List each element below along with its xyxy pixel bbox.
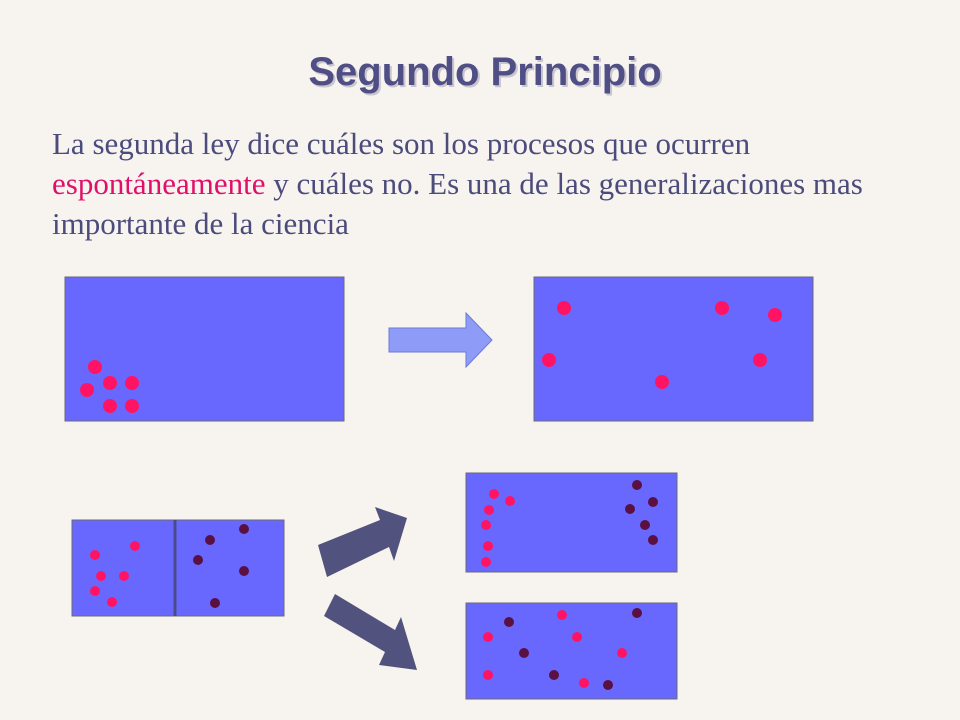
particle xyxy=(648,497,658,507)
particle xyxy=(107,597,117,607)
particle xyxy=(125,399,139,413)
particle xyxy=(617,648,627,658)
particle xyxy=(483,632,493,642)
particle xyxy=(483,670,493,680)
slide-body-text: La segunda ley dice cuáles son los proce… xyxy=(52,124,932,244)
particle xyxy=(130,541,140,551)
gas-expansion-final xyxy=(533,276,814,422)
container-box xyxy=(71,519,285,617)
container-box xyxy=(533,276,814,422)
particle xyxy=(519,648,529,658)
particle xyxy=(715,301,729,315)
particle xyxy=(603,680,613,690)
particle xyxy=(96,571,106,581)
mixing-initial xyxy=(71,519,285,617)
particle xyxy=(549,670,559,680)
particle xyxy=(632,480,642,490)
particle xyxy=(125,376,139,390)
particle xyxy=(753,353,767,367)
particle xyxy=(484,505,494,515)
particle xyxy=(768,308,782,322)
highlighted-word: espontáneamente xyxy=(52,166,266,201)
particle xyxy=(193,555,203,565)
particle xyxy=(632,608,642,618)
diagonal-arrow-up-right-icon xyxy=(318,507,407,577)
container-box xyxy=(64,276,345,422)
particle xyxy=(557,610,567,620)
particle xyxy=(481,520,491,530)
particle xyxy=(205,535,215,545)
particle xyxy=(103,376,117,390)
gas-expansion-initial xyxy=(64,276,345,422)
particle xyxy=(119,571,129,581)
particle xyxy=(210,598,220,608)
particle xyxy=(80,383,94,397)
particle xyxy=(655,375,669,389)
particle xyxy=(239,566,249,576)
particle xyxy=(648,535,658,545)
particle xyxy=(505,496,515,506)
particle xyxy=(90,550,100,560)
body-text-end: y cuáles no. Es una de las generalizacio… xyxy=(52,166,863,241)
particle xyxy=(481,557,491,567)
particle xyxy=(579,678,589,688)
mixing-mixed-outcome xyxy=(465,602,678,700)
container-box xyxy=(465,602,678,700)
particle xyxy=(504,617,514,627)
particle xyxy=(572,632,582,642)
diagonal-arrow-down-right-icon xyxy=(324,594,417,670)
right-arrow-icon xyxy=(388,311,493,369)
particle xyxy=(625,504,635,514)
particle xyxy=(640,520,650,530)
particle xyxy=(239,524,249,534)
particle xyxy=(483,541,493,551)
particle xyxy=(557,301,571,315)
mixing-unmixed-outcome xyxy=(465,472,678,573)
particle xyxy=(90,586,100,596)
body-text-start: La segunda ley dice cuáles son los proce… xyxy=(52,126,751,161)
particle xyxy=(542,353,556,367)
particle xyxy=(88,360,102,374)
particle xyxy=(103,399,117,413)
particle xyxy=(489,489,499,499)
slide-title: Segundo Principio xyxy=(308,50,662,94)
